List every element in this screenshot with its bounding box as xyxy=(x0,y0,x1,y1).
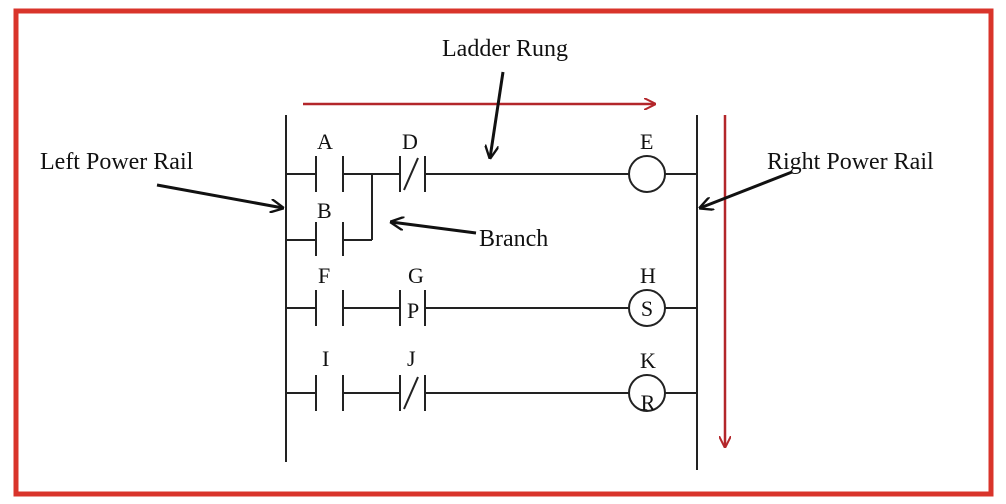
contact-f-label: F xyxy=(318,263,330,288)
branch-pointer xyxy=(391,222,477,235)
coil-h-mark: S xyxy=(641,296,653,321)
left-rail-pointer xyxy=(156,183,283,208)
right-rail-pointer xyxy=(700,170,793,208)
contact-a-label: A xyxy=(317,129,333,154)
right-power-rail-label: Right Power Rail xyxy=(767,149,934,175)
rung-2 xyxy=(286,289,697,327)
contact-j-label: J xyxy=(407,346,416,371)
rung-3 xyxy=(286,374,697,412)
left-power-rail-label: Left Power Rail xyxy=(40,149,194,175)
branch-label: Branch xyxy=(479,226,548,252)
branch-b xyxy=(286,174,373,256)
coil-k-mark: R xyxy=(641,390,656,415)
coil-e-label: E xyxy=(640,129,653,154)
contact-g-mark: P xyxy=(407,298,419,323)
coil-k-label: K xyxy=(640,348,656,373)
coil-h-label: H xyxy=(640,263,656,288)
ladder-rung-pointer xyxy=(490,71,505,158)
ladder-rung-label: Ladder Rung xyxy=(442,36,568,62)
contact-d-label: D xyxy=(402,129,418,154)
rung-1 xyxy=(286,155,697,193)
contact-b-label: B xyxy=(317,198,332,223)
contact-i-label: I xyxy=(322,346,329,371)
contact-g-label: G xyxy=(408,263,424,288)
outer-frame xyxy=(13,8,994,497)
